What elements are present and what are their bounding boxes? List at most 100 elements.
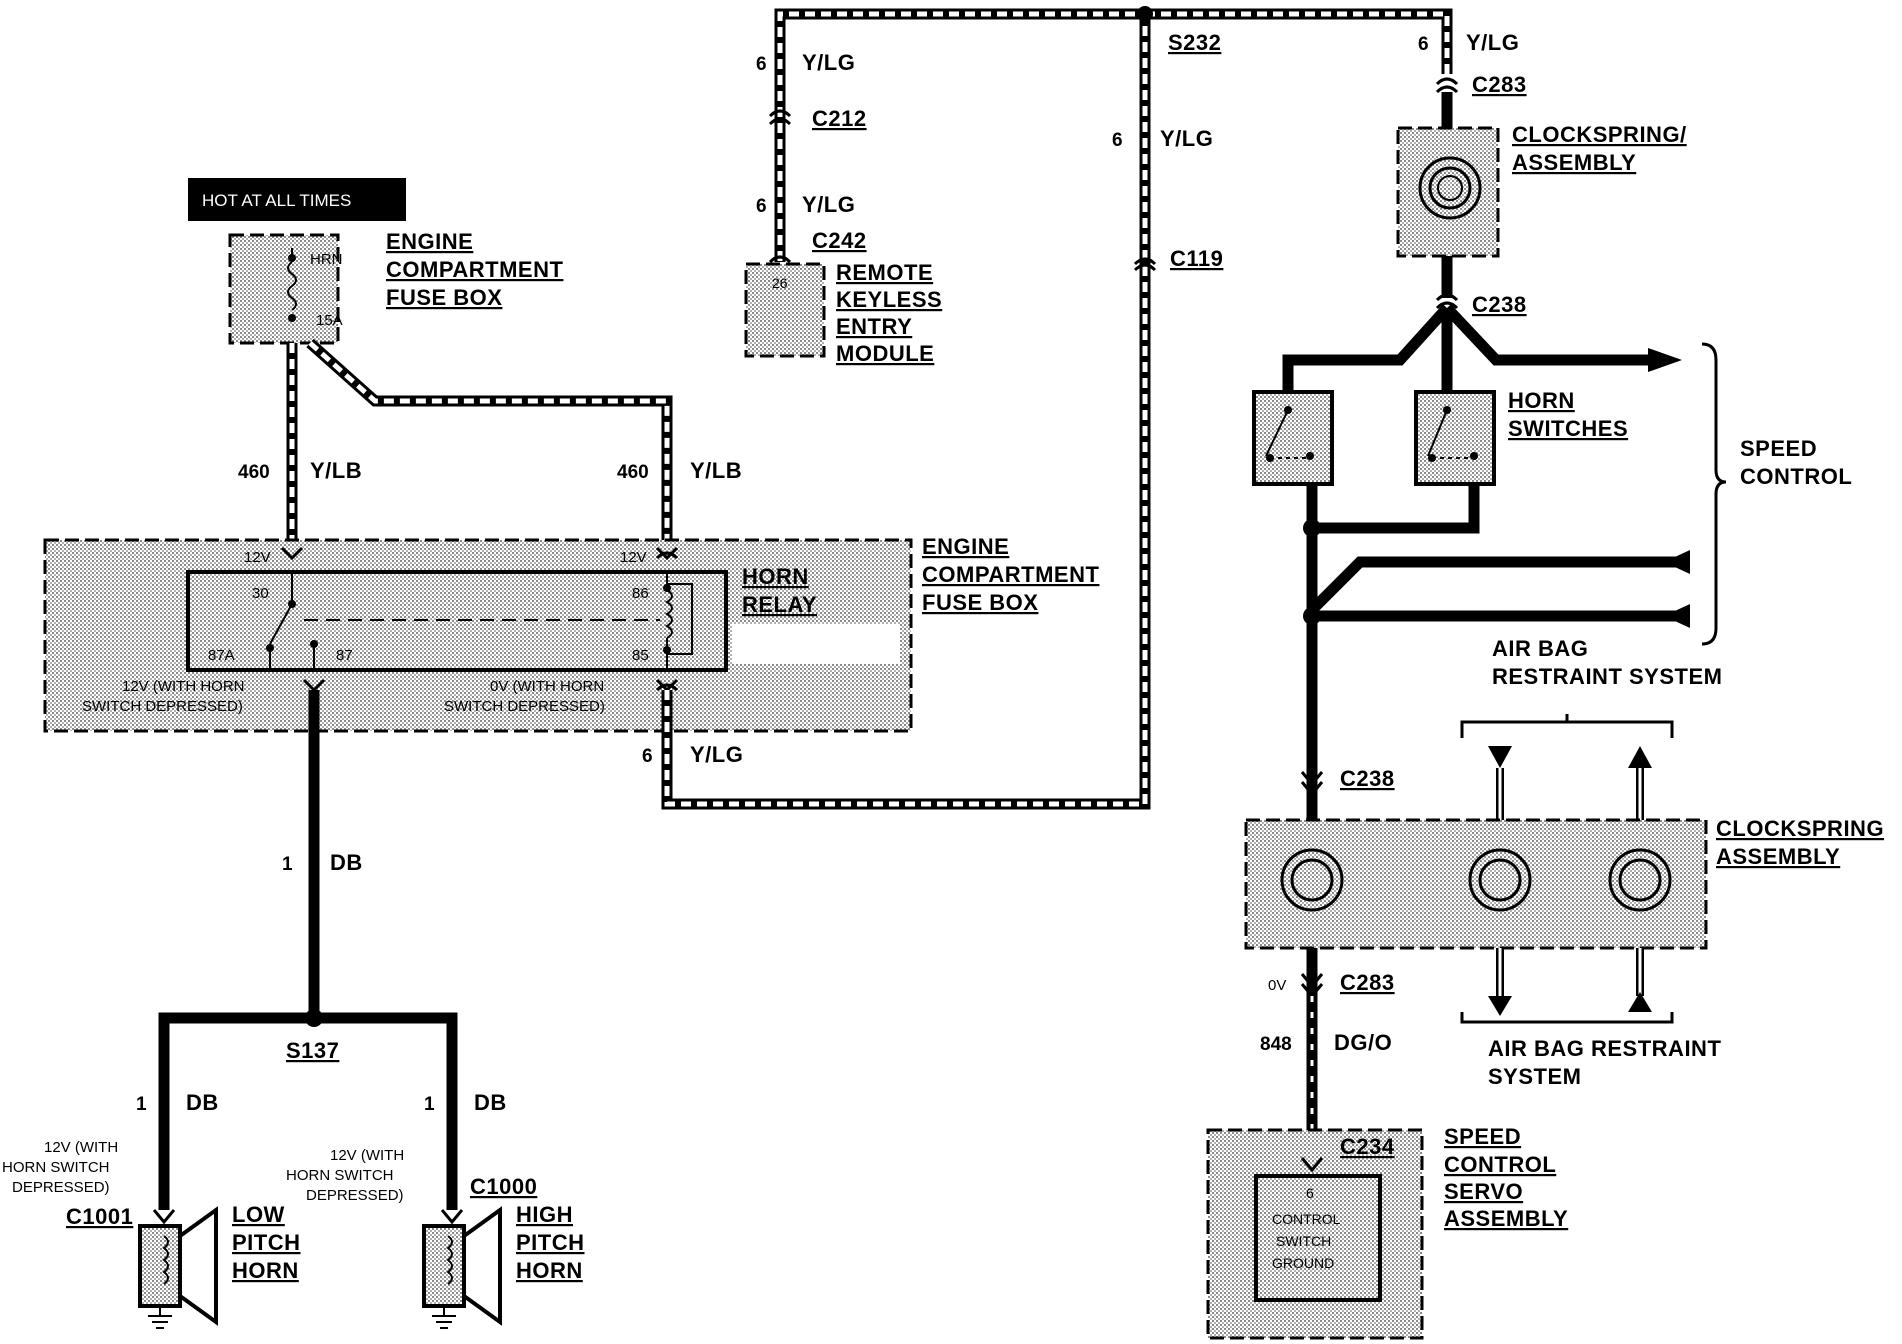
label-wires-w6-right-top-num: 6 bbox=[1418, 34, 1429, 55]
label-high-horn-name-0: HIGH bbox=[516, 1202, 573, 1227]
label-connectors-c238-top: C238 bbox=[1472, 292, 1527, 317]
horn-coil-icon bbox=[162, 1235, 169, 1285]
label-relay-pin85: 85 bbox=[632, 647, 649, 664]
horn-switch-right: HORN SWITCHES bbox=[1414, 388, 1628, 486]
label-wires-w6-relay-num: 6 bbox=[642, 746, 653, 767]
label-servo-name-0: SPEED bbox=[1444, 1124, 1521, 1149]
airbag-bracket-top bbox=[1460, 714, 1674, 738]
label-clockspring-top-name-0: CLOCKSPRING/ bbox=[1512, 122, 1687, 147]
label-wires-w848-color: DG/O bbox=[1334, 1030, 1392, 1055]
label-relay-note-right-0: 0V (WITH HORN bbox=[490, 678, 604, 695]
label-wires-w6-relay-color: Y/LG bbox=[690, 742, 743, 767]
label-fusebox-top-name-2: FUSE BOX bbox=[386, 285, 502, 310]
label-wires-w6-rke-top-num: 6 bbox=[756, 54, 767, 75]
label-fusebox-main-name-2: FUSE BOX bbox=[922, 590, 1038, 615]
label-rke-name-0: REMOTE bbox=[836, 260, 933, 285]
blank-label-area bbox=[732, 624, 900, 664]
connector-c234-icon bbox=[1300, 1157, 1324, 1173]
label-wires-w6-vertical-color: Y/LG bbox=[1160, 126, 1213, 151]
label-servo-inner-1: SWITCH bbox=[1276, 1233, 1331, 1249]
low-pitch-horn: 12V (WITH HORN SWITCH DEPRESSED) C1001 L… bbox=[2, 1139, 301, 1329]
label-rke-name-1: KEYLESS bbox=[836, 287, 942, 312]
connector-c212-icon bbox=[768, 109, 792, 126]
label-servo-name-2: SERVO bbox=[1444, 1179, 1523, 1204]
label-servo-inner-2: GROUND bbox=[1272, 1255, 1334, 1271]
label-horn-switches-0: HORN bbox=[1508, 388, 1575, 413]
hot-at-all-times-badge: HOT AT ALL TIMES bbox=[188, 178, 406, 221]
label-wires-w1-low-color: DB bbox=[186, 1090, 219, 1115]
label-speed-control-1: CONTROL bbox=[1740, 464, 1852, 489]
label-relay-v-left: 12V bbox=[244, 549, 271, 566]
label-fusebox-top-fuse-name: HRN bbox=[310, 251, 343, 268]
label-wires-w848-num: 848 bbox=[1260, 1034, 1292, 1055]
label-airbag-bottom-0: AIR BAG RESTRAINT bbox=[1488, 1036, 1721, 1061]
wire-6-yl-lg bbox=[661, 8, 1453, 810]
connector-c238-top-icon bbox=[1435, 293, 1459, 310]
label-clockspring-top-name-1: ASSEMBLY bbox=[1512, 150, 1636, 175]
airbag-arrow-down-bottom-icon bbox=[1488, 996, 1512, 1016]
label-high-horn-name-2: HORN bbox=[516, 1258, 583, 1283]
connector-c1001-icon bbox=[152, 1209, 176, 1225]
label-servo-name-1: CONTROL bbox=[1444, 1152, 1556, 1177]
label-connectors-c119: C119 bbox=[1170, 246, 1223, 271]
wire-1-db bbox=[158, 690, 458, 1210]
airbag-arrow-up-bottom-icon bbox=[1628, 992, 1652, 1012]
label-connectors-c242: C242 bbox=[812, 228, 867, 253]
label-rke-name-2: ENTRY bbox=[836, 314, 912, 339]
label-relay-note-left-0: 12V (WITH HORN bbox=[122, 678, 245, 695]
label-low-horn-note-2: DEPRESSED) bbox=[12, 1179, 110, 1196]
label-connectors-c1000: C1000 bbox=[470, 1174, 537, 1199]
label-clockspring-bottom-name-1: ASSEMBLY bbox=[1716, 844, 1840, 869]
label-relay-pin87a: 87A bbox=[208, 647, 235, 664]
label-connectors-c234: C234 bbox=[1340, 1134, 1395, 1159]
label-wires-w460-left-num: 460 bbox=[238, 462, 270, 483]
splice-s137 bbox=[305, 1009, 323, 1027]
label-rke-name-3: MODULE bbox=[836, 341, 934, 366]
label-airbag-bottom-1: SYSTEM bbox=[1488, 1064, 1581, 1089]
label-clockspring-bottom-name-0: CLOCKSPRING bbox=[1716, 816, 1884, 841]
speed-control-servo-assembly: C234 6 CONTROL SWITCH GROUND SPEED CONTR… bbox=[1206, 1124, 1568, 1340]
label-low-horn-name-2: HORN bbox=[232, 1258, 299, 1283]
high-pitch-horn: 12V (WITH HORN SWITCH DEPRESSED) C1000 H… bbox=[286, 1147, 584, 1329]
speed-control-brace bbox=[1701, 342, 1727, 646]
horn-switch-left bbox=[1252, 390, 1334, 486]
horn-relay: 30 87A 87 86 85 HORN RELAY bbox=[186, 564, 817, 672]
label-connectors-s137: S137 bbox=[286, 1038, 339, 1063]
horn-icon bbox=[178, 1206, 218, 1326]
label-wires-w1-low-num: 1 bbox=[136, 1094, 147, 1115]
label-low-horn-name-1: PITCH bbox=[232, 1230, 301, 1255]
label-fusebox-top-name-1: COMPARTMENT bbox=[386, 257, 563, 282]
horn-icon bbox=[462, 1206, 502, 1326]
label-wires-w6-rke-bottom-num: 6 bbox=[756, 196, 767, 217]
connector-c238-bottom-icon bbox=[1300, 771, 1324, 797]
connector-c283-top-icon bbox=[1435, 77, 1459, 94]
label-servo-inner-0: CONTROL bbox=[1272, 1211, 1341, 1227]
label-relay-note-left-1: SWITCH DEPRESSED) bbox=[82, 698, 243, 715]
label-relay-name-0: HORN bbox=[742, 564, 809, 589]
label-wires-w6-vertical-num: 6 bbox=[1112, 130, 1123, 151]
label-horn-switches-1: SWITCHES bbox=[1508, 416, 1628, 441]
label-high-horn-note-0: 12V (WITH bbox=[330, 1147, 404, 1164]
connector-c119-icon bbox=[1133, 257, 1157, 272]
label-low-horn-note-1: HORN SWITCH bbox=[2, 1159, 110, 1176]
label-low-horn-name-0: LOW bbox=[232, 1202, 285, 1227]
label-servo-pin: 6 bbox=[1306, 1185, 1314, 1201]
label-servo-name-3: ASSEMBLY bbox=[1444, 1206, 1568, 1231]
label-high-horn-note-1: HORN SWITCH bbox=[286, 1167, 394, 1184]
label-connectors-c1001: C1001 bbox=[66, 1204, 133, 1229]
horn-coil-icon bbox=[446, 1235, 453, 1285]
label-speed-control-0: SPEED bbox=[1740, 436, 1817, 461]
label-relay-note-right-1: SWITCH DEPRESSED) bbox=[444, 698, 605, 715]
speed-control-arrow-in-icon bbox=[1664, 550, 1690, 574]
label-wires-w1-high-color: DB bbox=[474, 1090, 507, 1115]
airbag-arrow-down-icon bbox=[1488, 746, 1512, 768]
fuse-icon bbox=[287, 261, 297, 311]
engine-compartment-fuse-box-top: HRN 15A ENGINE COMPARTMENT FUSE BOX bbox=[228, 229, 563, 345]
airbag-arrow-in-icon bbox=[1664, 604, 1690, 628]
label-wires-w6-rke-bottom-color: Y/LG bbox=[802, 192, 855, 217]
remote-keyless-entry-module: 26 REMOTE KEYLESS ENTRY MODULE bbox=[744, 260, 942, 366]
label-wires-w6-rke-top-color: Y/LG bbox=[802, 50, 855, 75]
label-relay-name-1: RELAY bbox=[742, 592, 817, 617]
label-airbag-top-0: AIR BAG bbox=[1492, 636, 1588, 661]
